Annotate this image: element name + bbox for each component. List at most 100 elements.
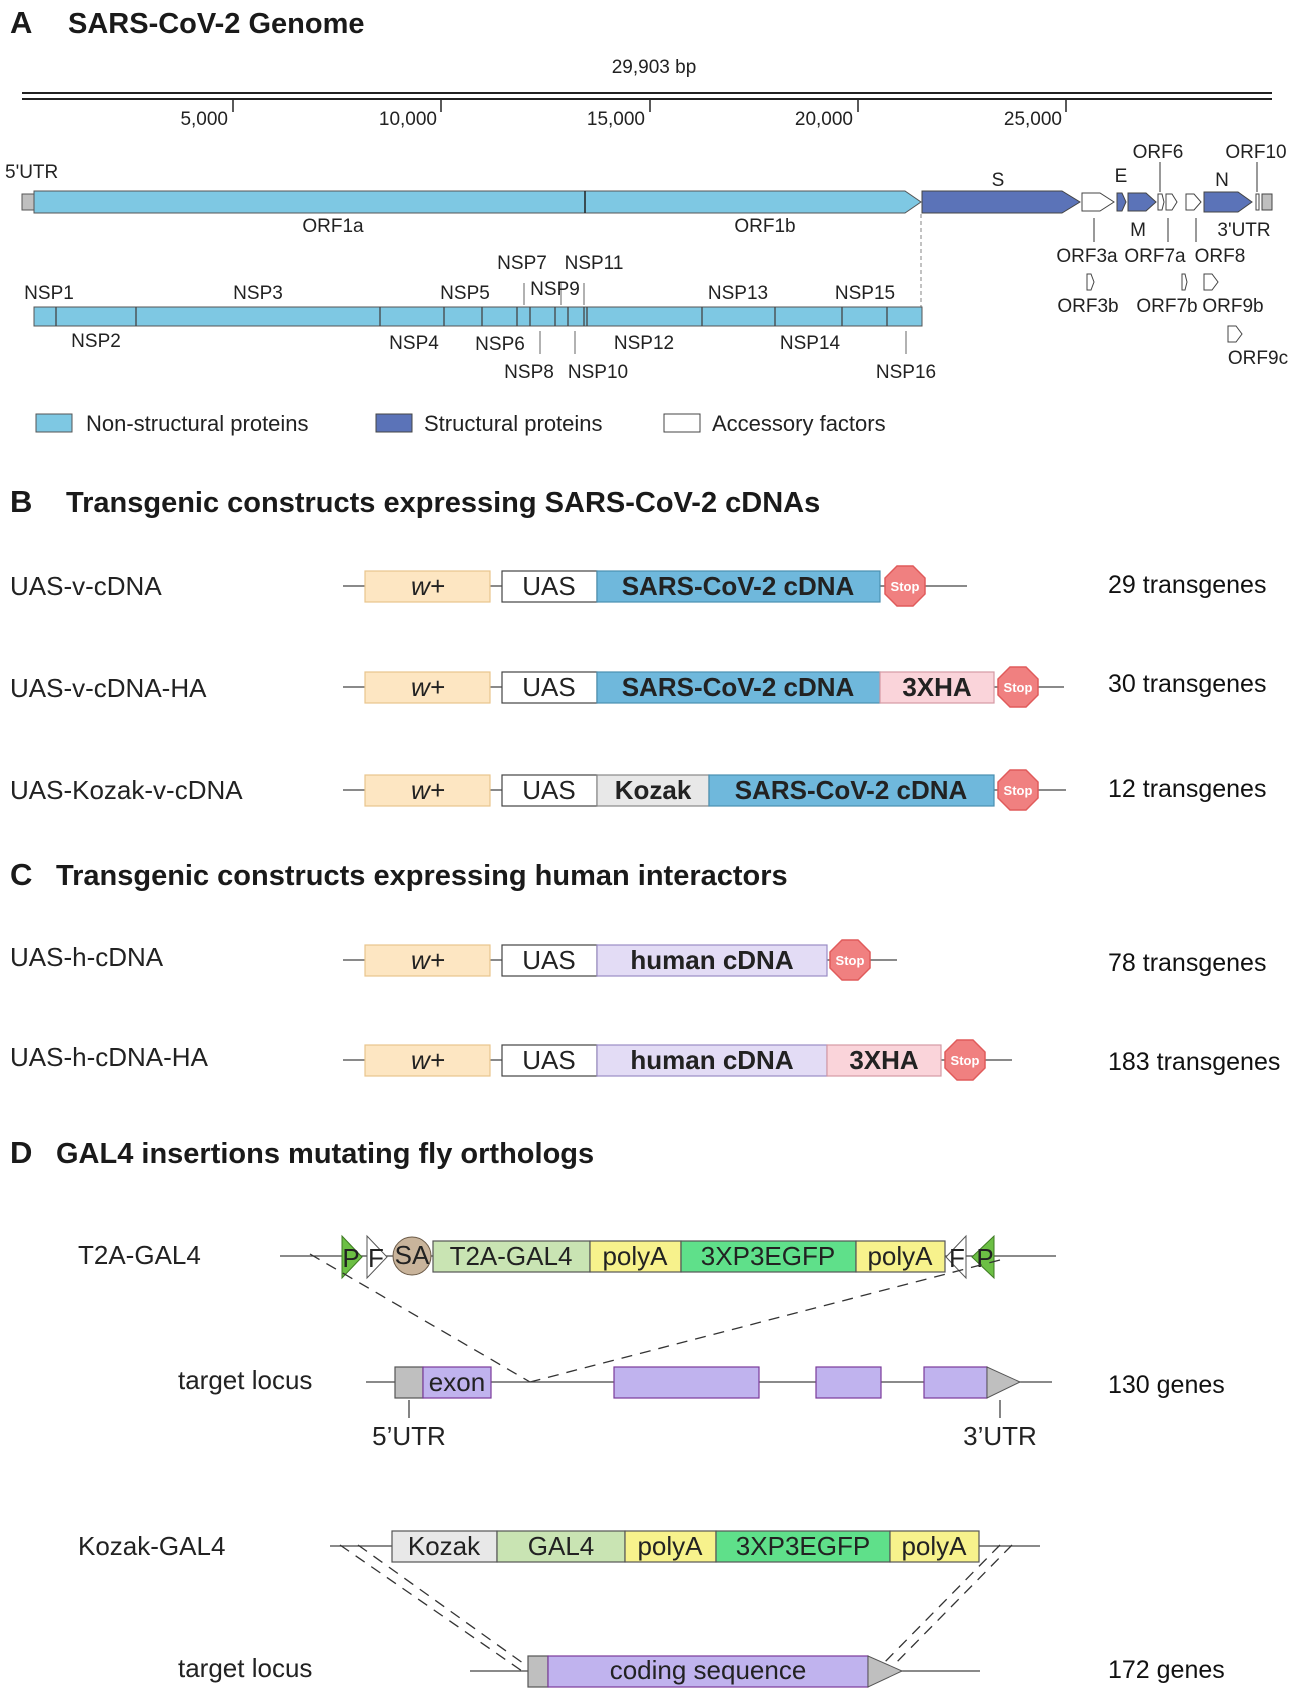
count-uas-h-cdna-ha: 183 transgenes bbox=[1108, 1048, 1280, 1076]
construct-label-uas-v-cdna: UAS-v-cDNA bbox=[10, 571, 162, 601]
construct-label-uas-kozak-v-cdna: UAS-Kozak-v-cDNA bbox=[10, 775, 243, 805]
utr5-exon-box bbox=[394, 1366, 424, 1399]
count-uas-v-cdna-ha: 30 transgenes bbox=[1108, 670, 1266, 698]
kozak-recombination-lines bbox=[339, 1544, 1013, 1672]
count-uas-kozak-v-cdna: 12 transgenes bbox=[1108, 775, 1266, 803]
orf7b-label: ORF7b bbox=[1136, 296, 1197, 317]
polya-box bbox=[589, 1240, 682, 1273]
polya-box bbox=[889, 1530, 980, 1563]
n-label: N bbox=[1215, 170, 1229, 191]
construct-label-uas-v-cdna-ha: UAS-v-cDNA-HA bbox=[10, 673, 207, 703]
sars-cdna-label: SARS-CoV-2 cDNA bbox=[622, 571, 855, 601]
w-plus-label: w+ bbox=[411, 945, 445, 975]
egfp-label: 3XP3EGFP bbox=[736, 1531, 870, 1561]
polya-label: polyA bbox=[867, 1241, 933, 1271]
count-uas-h-cdna: 78 transgenes bbox=[1108, 949, 1266, 977]
w-plus-box bbox=[364, 774, 491, 807]
exon-box bbox=[815, 1366, 882, 1399]
stop-label: Stop bbox=[1004, 680, 1033, 695]
nsp11-label: NSP11 bbox=[565, 253, 624, 274]
s-label: S bbox=[992, 170, 1005, 191]
human-cdna-box bbox=[596, 1044, 828, 1077]
n-gene-arrow bbox=[1203, 191, 1253, 213]
ha-tag-box bbox=[826, 1044, 942, 1077]
exon-box bbox=[923, 1366, 988, 1399]
nsp-leaders bbox=[523, 283, 907, 354]
tick-label-10000: 10,000 bbox=[379, 109, 437, 130]
attp-left-triangle bbox=[341, 1234, 363, 1280]
count-uas-v-cdna: 29 transgenes bbox=[1108, 571, 1266, 599]
orf1b-label: ORF1b bbox=[734, 216, 795, 237]
legend-structural: Structural proteins bbox=[424, 411, 603, 436]
orf1ab-arrow bbox=[33, 190, 922, 214]
legend-swatch-nonstructural bbox=[35, 413, 73, 433]
uas-label: UAS bbox=[522, 775, 575, 805]
nsp5-label: NSP5 bbox=[440, 283, 490, 304]
ha-tag-label: 3XHA bbox=[849, 1045, 919, 1075]
kozak-box-label: Kozak bbox=[408, 1531, 481, 1561]
frt-right-triangle bbox=[945, 1234, 967, 1280]
stop-label: Stop bbox=[1004, 783, 1033, 798]
orf7a-label: ORF7a bbox=[1124, 246, 1186, 267]
frt-left-label: F bbox=[368, 1243, 384, 1273]
nsp15-label: NSP15 bbox=[835, 283, 895, 304]
orf7a-arrow bbox=[1165, 193, 1178, 211]
panel-a-letter: A bbox=[10, 5, 32, 40]
recombination-line bbox=[309, 1253, 531, 1383]
genome-scale-bar bbox=[22, 92, 1272, 112]
orf6-label: ORF6 bbox=[1133, 142, 1184, 163]
polya-box bbox=[855, 1240, 946, 1273]
t2a-gal4-box-label: T2A-GAL4 bbox=[450, 1241, 573, 1271]
sars-cdna-box bbox=[596, 671, 881, 704]
exon-label: exon bbox=[429, 1367, 485, 1397]
exon-box bbox=[422, 1366, 492, 1399]
panel-a-title: SARS-CoV-2 Genome bbox=[68, 8, 365, 40]
tick-label-20000: 20,000 bbox=[795, 109, 853, 130]
w-plus-label: w+ bbox=[411, 1045, 445, 1075]
panel-b-letter: B bbox=[10, 484, 32, 519]
tick-label-5000: 5,000 bbox=[180, 109, 228, 130]
sars-cdna-label: SARS-CoV-2 cDNA bbox=[735, 775, 968, 805]
utr3-triangle bbox=[986, 1366, 1022, 1399]
gal4-label: GAL4 bbox=[528, 1531, 595, 1561]
kozak-box bbox=[391, 1530, 498, 1563]
orf3a-label: ORF3a bbox=[1056, 246, 1118, 267]
orf7b-arrow bbox=[1181, 273, 1188, 291]
human-cdna-label: human cDNA bbox=[630, 1045, 793, 1075]
nsp4-label: NSP4 bbox=[389, 333, 439, 354]
polya-label: polyA bbox=[901, 1531, 967, 1561]
kozak-box bbox=[596, 774, 710, 807]
w-plus-box bbox=[364, 944, 491, 977]
ha-tag-box bbox=[879, 671, 995, 704]
m-label: M bbox=[1130, 220, 1146, 241]
e-label: E bbox=[1115, 166, 1128, 187]
utr5-label: 5'UTR bbox=[5, 162, 58, 183]
uas-box bbox=[501, 774, 598, 807]
utr3-locus-label: 3’UTR bbox=[963, 1421, 1037, 1451]
nsp-dividers bbox=[55, 307, 888, 326]
panel-d-letter: D bbox=[10, 1135, 32, 1170]
count-t2a-gal4: 130 genes bbox=[1108, 1371, 1225, 1399]
splice-acceptor-circle bbox=[392, 1236, 432, 1276]
polya-label: polyA bbox=[637, 1531, 703, 1561]
uas-label: UAS bbox=[522, 945, 575, 975]
nsp3-label: NSP3 bbox=[233, 283, 283, 304]
utr5-exon-box bbox=[527, 1655, 549, 1688]
orf9c-arrow bbox=[1227, 325, 1243, 343]
e-gene-arrow bbox=[1116, 192, 1127, 212]
nsp9-label: NSP9 bbox=[530, 279, 580, 300]
nsp7-label: NSP7 bbox=[497, 253, 547, 274]
utr5-box bbox=[21, 193, 35, 211]
sars-cdna-box bbox=[596, 570, 881, 603]
coding-sequence-label: coding sequence bbox=[610, 1655, 807, 1685]
orf6-arrow bbox=[1157, 193, 1165, 211]
orf9b-arrow bbox=[1203, 273, 1219, 291]
nsp2-label: NSP2 bbox=[71, 331, 121, 352]
nsp10-label: NSP10 bbox=[568, 362, 628, 383]
panel-c-letter: C bbox=[10, 857, 32, 892]
nsp6-label: NSP6 bbox=[475, 334, 525, 355]
s-gene-arrow bbox=[921, 190, 1081, 214]
orf3b-arrow bbox=[1086, 273, 1095, 291]
uas-label: UAS bbox=[522, 571, 575, 601]
nsp16-label: NSP16 bbox=[876, 362, 936, 383]
